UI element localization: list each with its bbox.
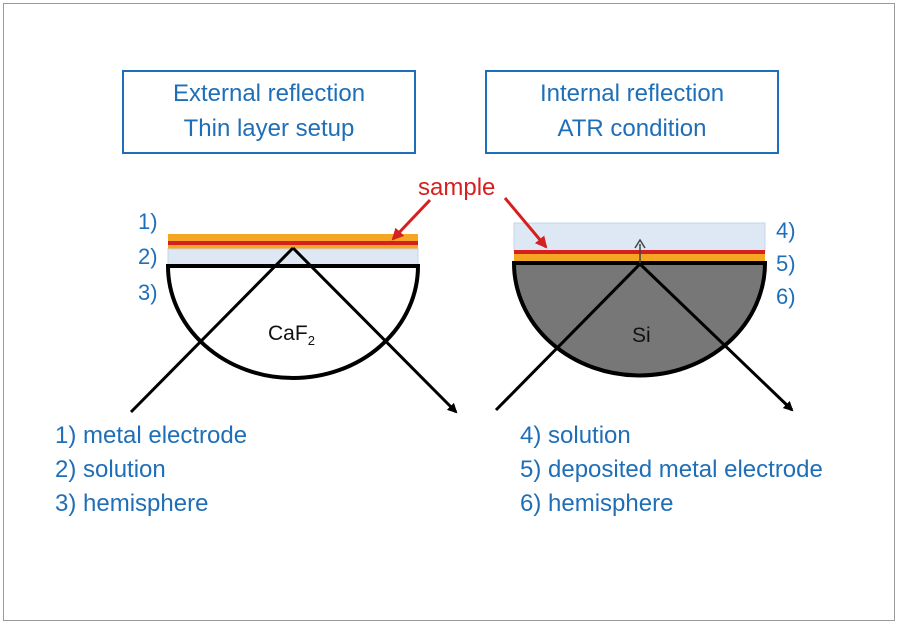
left-legend-item-3: 3) hemisphere xyxy=(55,490,209,517)
sample-arrow-right xyxy=(503,197,548,249)
caf2-label: CaF2 xyxy=(268,322,315,348)
left-legend-item-1: 1) metal electrode xyxy=(55,422,248,449)
left-title-line2: Thin layer setup xyxy=(183,115,355,142)
right-legend-item-4: 4) solution xyxy=(520,422,631,449)
left-metal-lower-layer xyxy=(168,245,418,249)
right-title-line2: ATR condition xyxy=(557,115,707,142)
right-number-6: 6) xyxy=(776,284,796,309)
right-number-5: 5) xyxy=(776,251,796,276)
sample-arrow-left xyxy=(391,198,432,241)
right-legend-item-5: 5) deposited metal electrode xyxy=(520,456,823,483)
left-incident-beam xyxy=(129,246,295,414)
right-title-line1: Internal reflection xyxy=(539,80,725,107)
right-legend: 4) solution 5) deposited metal electrode… xyxy=(520,419,823,521)
left-number-2: 2) xyxy=(138,244,158,269)
left-hemisphere xyxy=(165,264,421,380)
left-number-3: 3) xyxy=(138,280,158,305)
caf2-label-subscript: 2 xyxy=(307,333,315,349)
si-label: Si xyxy=(632,324,651,347)
right-reflected-beam xyxy=(638,262,794,412)
left-title-line1: External reflection xyxy=(172,80,366,107)
left-legend-item-2: 2) solution xyxy=(55,456,166,483)
left-sample-layer xyxy=(168,241,418,245)
left-solution-layer xyxy=(167,248,419,266)
internal-reflection-title-box: Internal reflection ATR condition xyxy=(485,70,779,154)
right-evanescent-arrowhead xyxy=(634,238,646,249)
left-setup xyxy=(129,234,458,414)
left-number-1: 1) xyxy=(138,209,158,234)
right-hemisphere xyxy=(511,261,768,378)
right-incident-beam xyxy=(494,262,642,412)
right-number-4: 4) xyxy=(776,218,796,243)
left-metal-electrode-layer xyxy=(168,234,418,243)
caf2-label-base: CaF xyxy=(268,322,308,345)
sample-label: sample xyxy=(418,174,496,201)
left-legend: 1) metal electrode 2) solution 3) hemisp… xyxy=(55,419,247,521)
right-setup xyxy=(494,222,794,412)
left-reflected-beam xyxy=(291,246,458,414)
external-reflection-title-box: External reflection Thin layer setup xyxy=(122,70,416,154)
right-legend-item-6: 6) hemisphere xyxy=(520,490,674,517)
